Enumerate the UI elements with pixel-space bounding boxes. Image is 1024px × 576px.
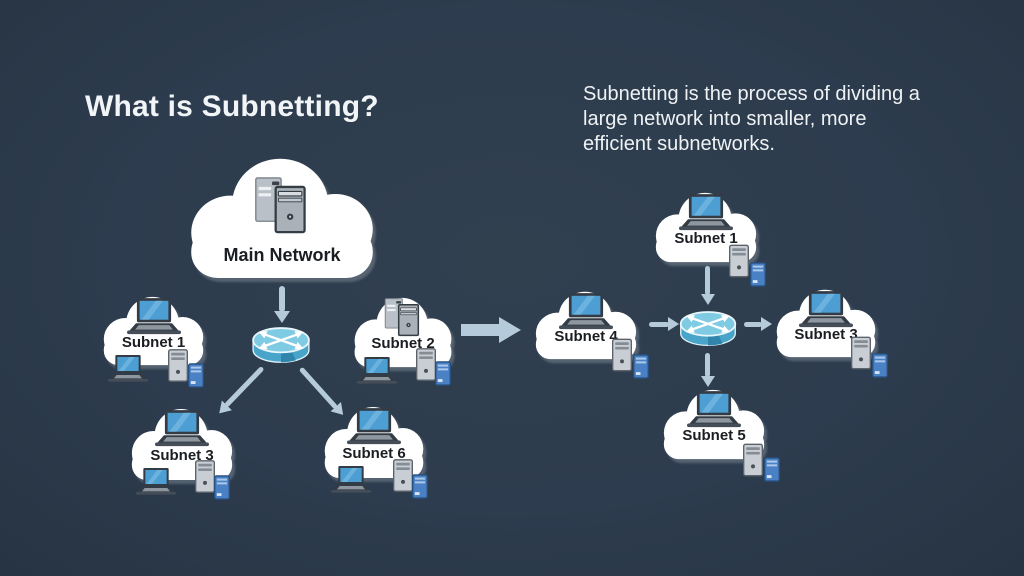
arrow-head-icon bbox=[761, 317, 772, 331]
arrow-router-to-subnet3 bbox=[213, 362, 270, 420]
subnet-label: Subnet 2 bbox=[371, 335, 435, 353]
laptop-icon bbox=[687, 391, 741, 428]
arrow-router-to-subnet3-right bbox=[744, 315, 772, 333]
arrow-shaft bbox=[224, 366, 265, 408]
server-tower-icon bbox=[416, 348, 436, 381]
left-subnet-6-cloud: Subnet 6 bbox=[317, 403, 431, 481]
laptop-icon bbox=[136, 468, 176, 495]
arrow-shaft bbox=[649, 321, 669, 327]
server-icon bbox=[254, 176, 306, 234]
server-rack-icon bbox=[872, 353, 888, 378]
laptop-icon bbox=[357, 357, 397, 384]
server-tower-icon bbox=[743, 443, 763, 477]
server-rack-icon bbox=[633, 354, 649, 379]
server-rack-icon bbox=[188, 363, 204, 388]
arrow-shaft bbox=[279, 286, 285, 312]
laptop-icon bbox=[331, 466, 371, 493]
server-tower-icon bbox=[612, 338, 632, 372]
arrow-shaft bbox=[744, 321, 762, 327]
laptop-icon bbox=[559, 293, 613, 330]
server-rack-icon bbox=[764, 457, 780, 482]
arrow-subnet1-to-router bbox=[699, 266, 717, 305]
right-subnet-5-cloud: Subnet 5 bbox=[656, 386, 772, 462]
server-tower-icon bbox=[729, 244, 749, 278]
left-subnet-2-cloud: Subnet 2 bbox=[347, 294, 459, 370]
server-rack-icon bbox=[435, 361, 451, 386]
server-rack-icon bbox=[412, 474, 428, 499]
arrow-shaft bbox=[705, 266, 711, 295]
arrow-head-icon bbox=[274, 311, 290, 323]
arrow-shaft bbox=[705, 353, 711, 377]
arrow-head-icon bbox=[701, 294, 715, 305]
router-icon bbox=[679, 310, 737, 347]
right-subnet-4-cloud: Subnet 4 bbox=[528, 288, 644, 362]
arrow-head-icon bbox=[668, 317, 679, 331]
main-network-label: Main Network bbox=[223, 245, 341, 265]
subnet-label: Subnet 6 bbox=[342, 445, 406, 463]
left-subnet-3-cloud: Subnet 3 bbox=[124, 405, 240, 483]
arrow-subnet4-to-router bbox=[649, 315, 679, 333]
arrow-left-to-right-diagram bbox=[461, 317, 521, 343]
server-icon bbox=[384, 297, 420, 337]
server-tower-icon bbox=[168, 349, 188, 382]
arrow-head-icon bbox=[701, 376, 715, 387]
laptop-icon bbox=[347, 408, 401, 445]
router-icon bbox=[251, 326, 311, 364]
description-text: Subnetting is the process of dividing a … bbox=[583, 83, 920, 155]
main-network-cloud: Main Network bbox=[177, 152, 387, 283]
right-subnet-3-cloud: Subnet 3 bbox=[769, 286, 883, 360]
server-rack-icon bbox=[214, 475, 230, 500]
page-title: What is Subnetting? bbox=[85, 90, 379, 123]
subnet-label: Subnet 3 bbox=[150, 447, 214, 465]
laptop-icon bbox=[155, 410, 209, 447]
server-rack-icon bbox=[750, 262, 766, 287]
laptop-icon bbox=[799, 291, 853, 328]
arrow-router-to-subnet5 bbox=[699, 353, 717, 387]
server-tower-icon bbox=[851, 336, 871, 370]
subnet-label: Subnet 5 bbox=[682, 427, 746, 445]
arrow-main-to-router bbox=[273, 286, 291, 323]
right-subnet-1-cloud: Subnet 1 bbox=[648, 189, 764, 265]
server-tower-icon bbox=[393, 459, 413, 492]
subnet-label: Subnet 4 bbox=[554, 327, 618, 345]
laptop-icon bbox=[679, 194, 733, 231]
laptop-icon bbox=[126, 298, 181, 335]
left-subnet-1-cloud: Subnet 1 bbox=[96, 293, 211, 368]
laptop-icon bbox=[108, 355, 148, 382]
subnet-label: Subnet 3 bbox=[794, 325, 858, 343]
subnet-label: Subnet 1 bbox=[121, 333, 186, 351]
server-tower-icon bbox=[195, 460, 215, 493]
subnet-label: Subnet 1 bbox=[674, 230, 738, 248]
